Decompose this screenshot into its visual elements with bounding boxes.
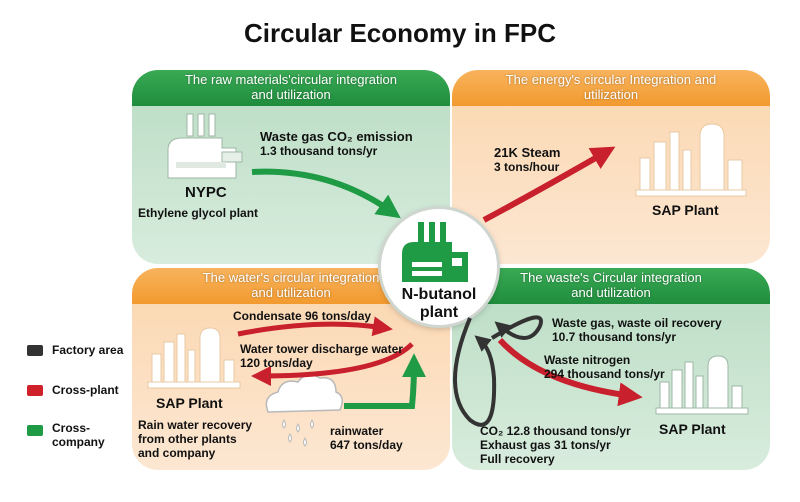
n-butanol-plant-icon	[402, 222, 468, 282]
energy-heading: The energy's circular Integration and ut…	[452, 70, 770, 106]
sap-plant-energy-name: SAP Plant	[652, 202, 719, 218]
legend-label-cross-plant: Cross-plant	[52, 383, 119, 397]
page-title: Circular Economy in FPC	[243, 18, 557, 48]
legend-label-factory-area: Factory area	[52, 343, 124, 357]
rain-water-recovery-label: Rain water recovery from other plants an…	[138, 418, 253, 460]
condensate-label: Condensate 96 tons/day	[233, 309, 372, 323]
waste-recovery-label: Waste gas, waste oil recovery 10.7 thous…	[552, 316, 722, 344]
condensate-arrow	[237, 316, 393, 337]
steam-label: 21K Steam 3 tons/hour	[494, 145, 561, 175]
tower-discharge-arrow	[251, 342, 414, 386]
nypc-plant-name: NYPC	[185, 184, 227, 201]
sap-plant-icon-water	[147, 327, 241, 389]
waste-nitrogen-arrow	[497, 337, 643, 407]
sap-plant-waste-name: SAP Plant	[659, 421, 726, 437]
legend-label-cross-company: Cross- company	[52, 421, 105, 449]
co2-recovery-label: CO₂ 12.8 thousand tons/yr Exhaust gas 31…	[480, 424, 631, 466]
rainwater-label: rainwater 647 tons/day	[330, 424, 403, 452]
co2-full-recovery-loop-arrow	[453, 317, 497, 427]
co2-emission-arrow	[251, 168, 401, 219]
sap-plant-icon-waste	[655, 355, 749, 415]
sap-plant-water-name: SAP Plant	[156, 395, 223, 411]
legend-swatch-cross-plant	[27, 385, 43, 396]
tower-discharge-label: Water tower discharge water 120 tons/day	[240, 342, 403, 370]
rainwater-arrow	[344, 353, 426, 409]
legend-swatch-cross-company	[27, 425, 43, 436]
co2-emission-label: Waste gas CO₂ emission 1.3 thousand tons…	[260, 129, 413, 159]
legend-swatch-factory-area	[27, 345, 43, 356]
nypc-factory-icon	[167, 113, 243, 179]
raw-materials-heading: The raw materials'circular integration a…	[132, 70, 450, 106]
sap-plant-icon-energy	[635, 123, 747, 197]
waste-heading: The waste's Circular integration and uti…	[452, 268, 770, 304]
steam-arrow	[482, 146, 616, 223]
waste-recovery-loop-arrow	[490, 315, 543, 340]
nypc-plant-description: Ethylene glycol plant	[138, 206, 259, 220]
n-butanol-plant-label: N-butanol plant	[401, 286, 477, 321]
waste-nitrogen-label: Waste nitrogen 294 thousand tons/yr	[544, 353, 665, 381]
